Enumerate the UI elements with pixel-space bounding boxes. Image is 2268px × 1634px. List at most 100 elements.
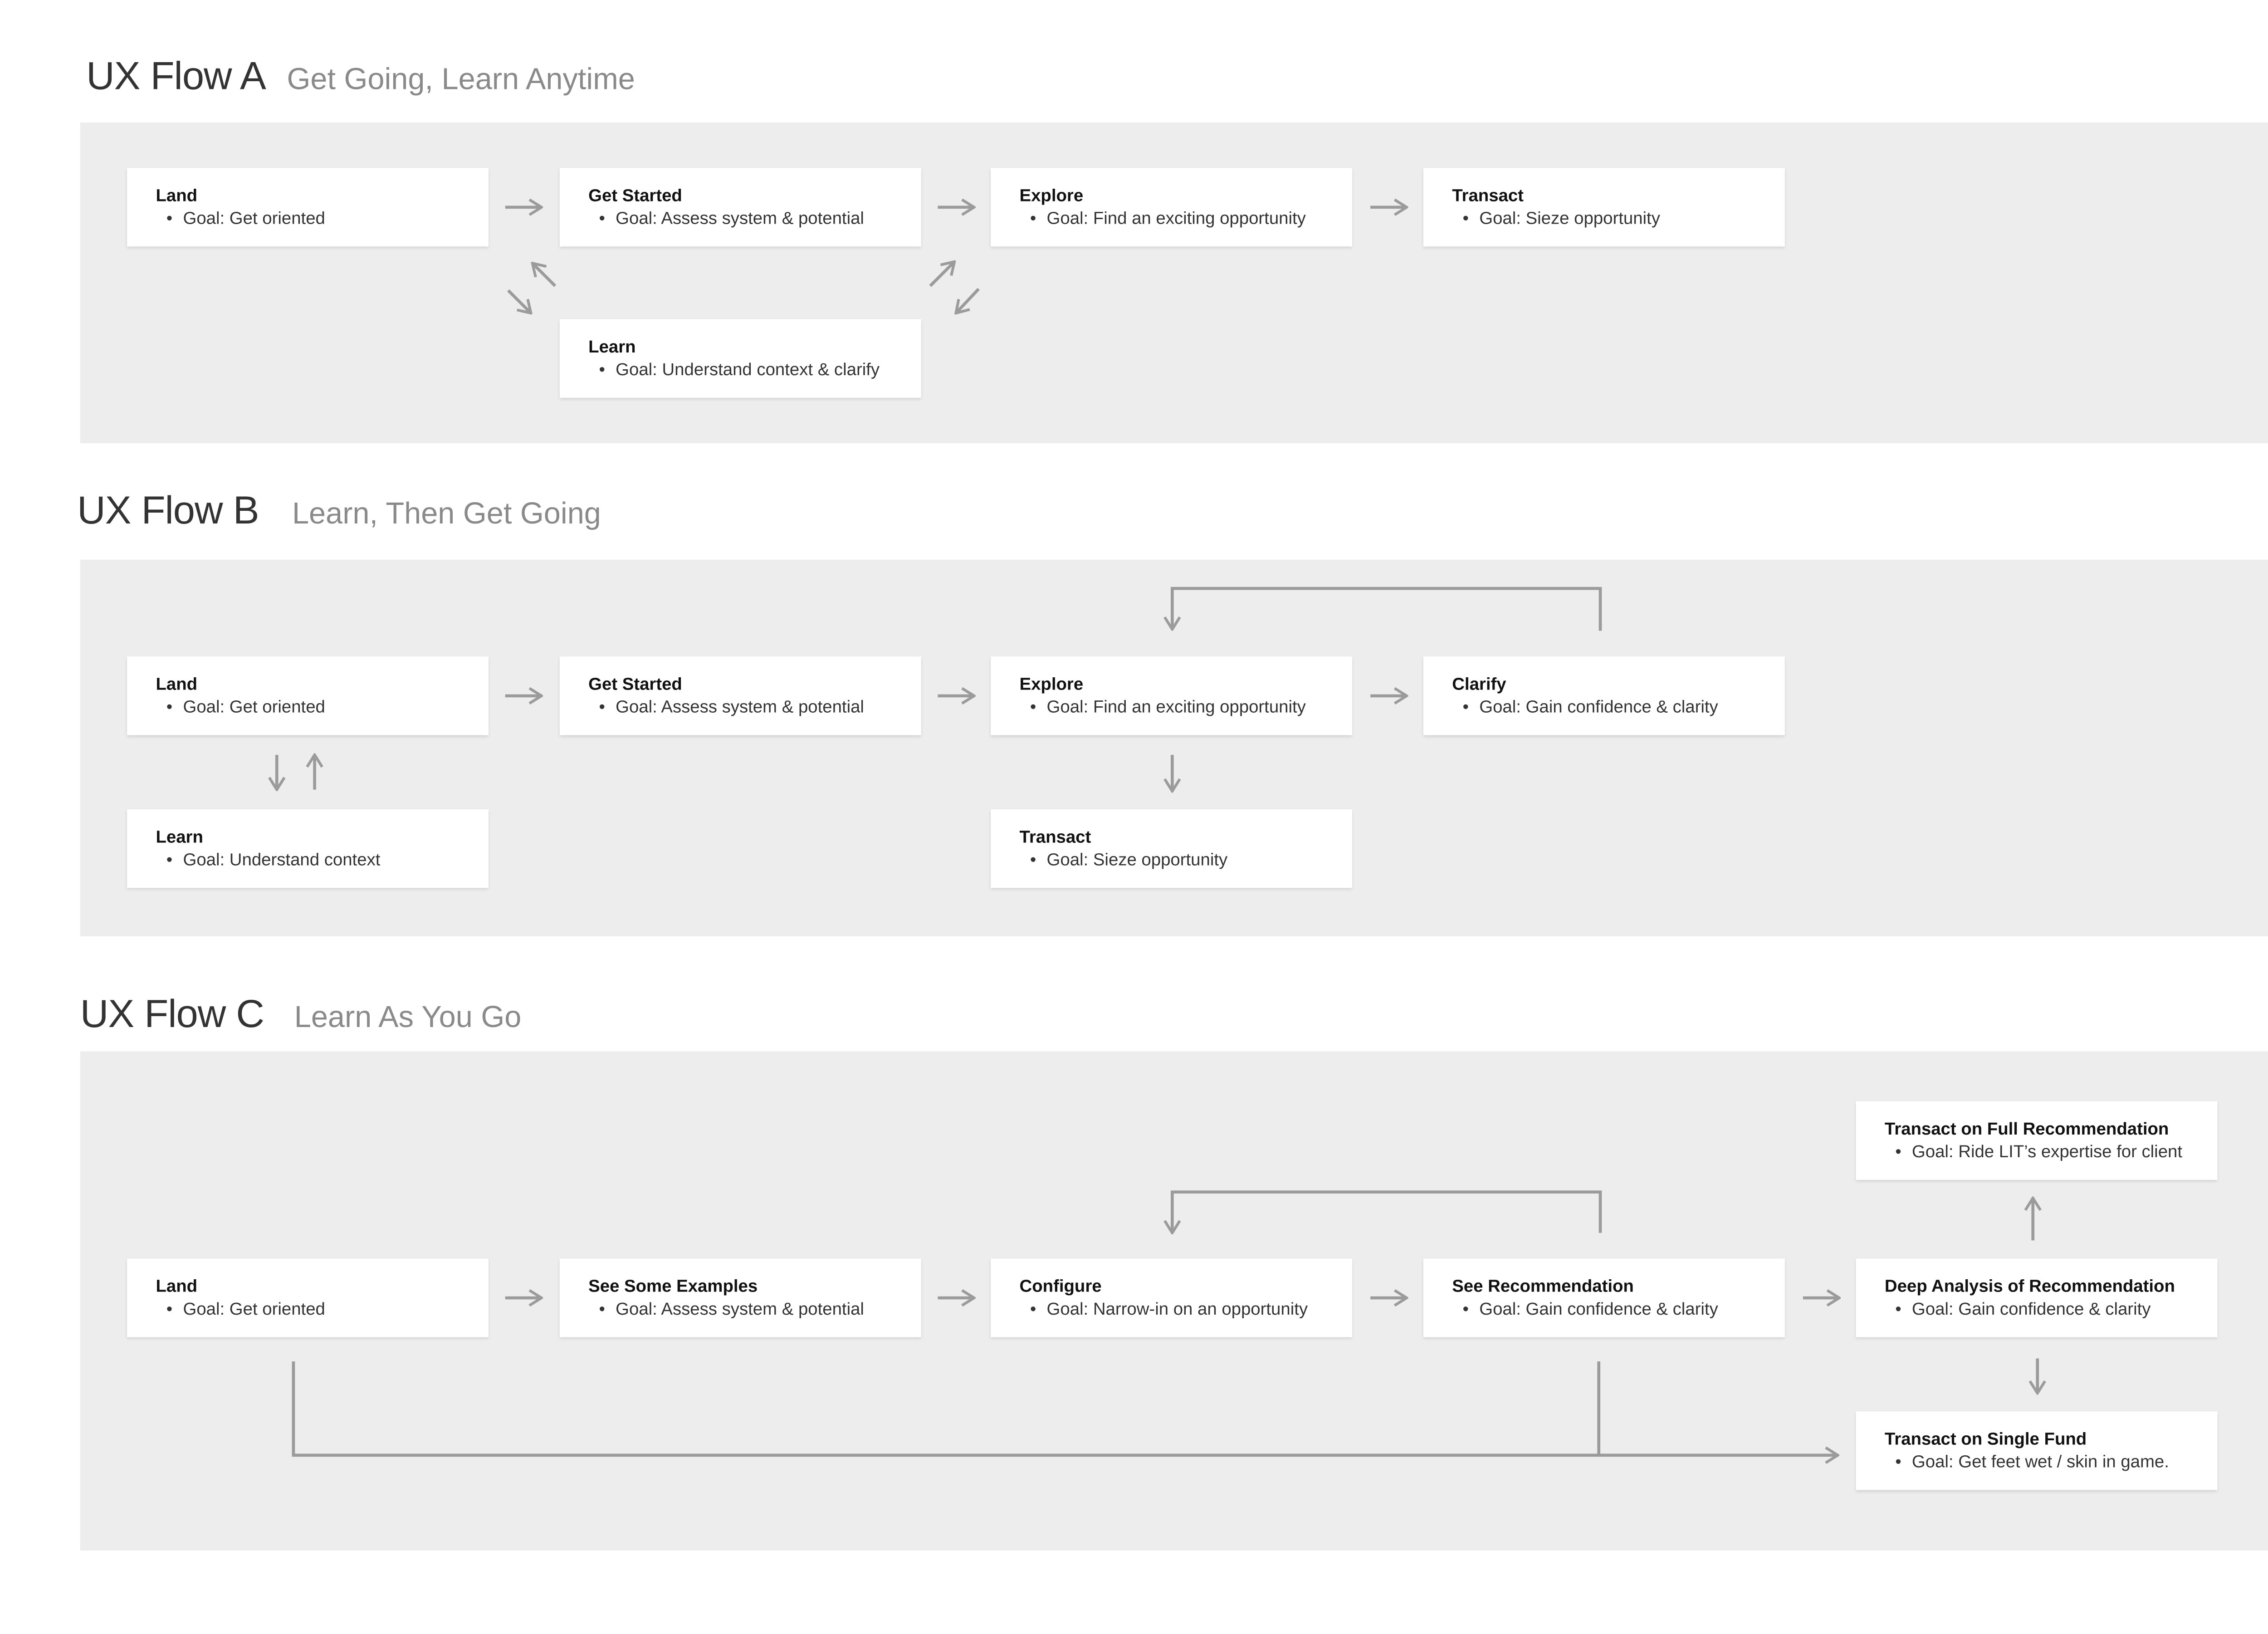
- bullet: •: [1895, 1301, 1901, 1319]
- bullet: •: [1895, 1453, 1901, 1472]
- node-title: Configure: [1019, 1278, 1102, 1296]
- node-title: Transact: [1019, 829, 1091, 847]
- node-title: Deep Analysis of Recommendation: [1884, 1278, 2175, 1296]
- node-goal-text: Goal: Sieze opportunity: [1046, 851, 1228, 870]
- node-goal-text: Goal: Gain confidence & clarity: [1479, 1301, 1718, 1319]
- node-goal-text: Goal: Assess system & potential: [616, 699, 864, 717]
- flow-c-heading: UX Flow C Learn As You Go: [80, 994, 522, 1035]
- node-goal: • Goal: Understand context & clarify: [588, 360, 906, 383]
- bullet: •: [1030, 210, 1036, 229]
- flow-c-node-transact-single[interactable]: Transact on Single Fund • Goal: Get feet …: [1856, 1411, 2218, 1490]
- bullet: •: [166, 699, 173, 717]
- node-goal-text: Goal: Get feet wet / skin in game.: [1911, 1453, 2169, 1472]
- flow-b-title: UX Flow B: [77, 487, 259, 533]
- node-goal: • Goal: Get oriented: [156, 697, 473, 720]
- node-title: Land: [156, 1278, 198, 1296]
- flow-c-node-deep-analysis[interactable]: Deep Analysis of Recommendation • Goal: G…: [1856, 1258, 2218, 1337]
- loop-connector: [1172, 587, 1602, 631]
- node-goal: • Goal: Narrow-in on an opportunity: [1020, 1299, 1337, 1322]
- bullet: •: [599, 361, 605, 380]
- node-title: See Some Examples: [588, 1278, 758, 1296]
- node-goal: • Goal: Sieze opportunity: [1020, 850, 1337, 873]
- node-title: Get Started: [588, 676, 682, 695]
- node-goal-text: Goal: Gain confidence & clarity: [1911, 1301, 2151, 1319]
- node-goal: • Goal: Get oriented: [156, 209, 473, 231]
- arrow-down-left: [956, 288, 980, 313]
- node-title: Explore: [1019, 187, 1084, 206]
- node-title: Explore: [1019, 676, 1084, 695]
- node-title: Transact: [1452, 187, 1524, 206]
- flow-b-node-get-started[interactable]: Get Started • Goal: Assess system & poten…: [559, 656, 921, 735]
- node-title: Land: [156, 187, 198, 206]
- node-goal: • Goal: Get oriented: [156, 1299, 473, 1322]
- bullet: •: [1462, 210, 1469, 229]
- flow-c-node-see-recommendation[interactable]: See Recommendation • Goal: Gain confidenc…: [1423, 1258, 1785, 1337]
- flow-a-node-get-started[interactable]: Get Started • Goal: Assess system & poten…: [559, 168, 921, 247]
- node-goal: •Goal: Understand context: [156, 850, 473, 873]
- flow-b-node-explore[interactable]: Explore •Goal: Find an exciting opportun…: [991, 656, 1353, 735]
- flow-b-node-land[interactable]: Land • Goal: Get oriented: [127, 656, 489, 735]
- flow-b-node-clarify[interactable]: Clarify • Goal: Gain confidence & clarity: [1423, 656, 1785, 735]
- flow-a-heading: UX Flow A Get Going, Learn Anytime: [86, 56, 635, 97]
- node-title: Transact on Full Recommendation: [1884, 1120, 2169, 1139]
- node-goal: • Goal: Get feet wet / skin in game.: [1885, 1452, 2202, 1475]
- bullet: •: [166, 210, 173, 229]
- node-goal: • Goal: Find an exciting opportunity: [1020, 209, 1337, 231]
- node-title: Learn: [156, 829, 203, 847]
- flow-b-heading: UX Flow B Learn, Then Get Going: [77, 490, 601, 531]
- node-goal-text: Goal: Get oriented: [183, 210, 325, 229]
- node-title: Learn: [588, 338, 636, 357]
- node-goal: • Goal: Gain confidence & clarity: [1452, 1299, 1769, 1322]
- node-title: Transact on Single Fund: [1884, 1431, 2087, 1449]
- node-goal-text: Goal: Gain confidence & clarity: [1479, 699, 1718, 717]
- node-goal-text: Goal: Assess system & potential: [616, 1301, 864, 1319]
- flow-b-node-transact[interactable]: Transact • Goal: Sieze opportunity: [991, 809, 1353, 888]
- flow-a-subtitle: Get Going, Learn Anytime: [287, 64, 635, 97]
- flow-a-node-transact[interactable]: Transact • Goal: Sieze opportunity: [1423, 168, 1785, 247]
- node-goal: • Goal: Sieze opportunity: [1452, 209, 1769, 231]
- bullet: •: [166, 851, 173, 870]
- node-goal: • Goal: Assess system & potential: [588, 697, 906, 720]
- node-goal-text: Goal: Find an exciting opportunity: [1046, 699, 1306, 717]
- bullet: •: [599, 699, 605, 717]
- node-goal: •Goal: Find an exciting opportunity: [1020, 697, 1337, 720]
- flow-a-node-land[interactable]: Land • Goal: Get oriented: [127, 168, 489, 247]
- node-goal-text: Goal: Ride LIT’s expertise for client: [1911, 1143, 2183, 1162]
- flow-a-title: UX Flow A: [86, 53, 266, 98]
- loop-connector: [1172, 1190, 1602, 1233]
- bullet: •: [1030, 1301, 1036, 1319]
- node-goal-text: Goal: Sieze opportunity: [1479, 210, 1660, 229]
- flow-c-node-see-examples[interactable]: See Some Examples •Goal: Assess system &…: [559, 1258, 921, 1337]
- node-goal: • Goal: Gain confidence & clarity: [1885, 1299, 2202, 1322]
- node-goal: • Goal: Assess system & potential: [588, 209, 906, 231]
- bullet: •: [1462, 699, 1469, 717]
- flow-b-subtitle: Learn, Then Get Going: [292, 498, 601, 531]
- flow-c-node-land[interactable]: Land • Goal: Get oriented: [127, 1258, 489, 1337]
- node-goal-text: Goal: Get oriented: [183, 699, 325, 717]
- node-goal-text: Goal: Assess system & potential: [616, 210, 864, 229]
- bullet: •: [1030, 851, 1036, 870]
- flow-c-node-transact-full[interactable]: Transact on Full Recommendation •Goal: R…: [1856, 1101, 2218, 1180]
- bullet: •: [166, 1301, 173, 1319]
- flow-c-title: UX Flow C: [80, 991, 264, 1037]
- node-goal-text: Goal: Get oriented: [183, 1301, 325, 1319]
- node-goal: •Goal: Assess system & potential: [588, 1299, 906, 1322]
- node-goal-text: Goal: Narrow-in on an opportunity: [1046, 1301, 1308, 1319]
- node-title: See Recommendation: [1452, 1278, 1634, 1296]
- bullet: •: [1462, 1301, 1469, 1319]
- flow-b-node-learn[interactable]: Learn •Goal: Understand context: [127, 809, 489, 888]
- flow-a-node-learn[interactable]: Learn • Goal: Understand context & clarif…: [559, 319, 921, 398]
- node-title: Land: [156, 676, 198, 695]
- node-goal-text: Goal: Find an exciting opportunity: [1046, 210, 1306, 229]
- arrow-up-right: [929, 262, 954, 287]
- bottom-connector: [292, 1361, 1838, 1455]
- flow-c-node-configure[interactable]: Configure • Goal: Narrow-in on an opportu…: [991, 1258, 1353, 1337]
- node-goal-text: Goal: Understand context & clarify: [616, 361, 880, 380]
- bullet: •: [599, 210, 605, 229]
- flow-a-node-explore[interactable]: Explore • Goal: Find an exciting opportun…: [991, 168, 1353, 247]
- flow-c-subtitle: Learn As You Go: [294, 1001, 522, 1035]
- node-title: Clarify: [1452, 676, 1506, 695]
- node-title: Get Started: [588, 187, 682, 206]
